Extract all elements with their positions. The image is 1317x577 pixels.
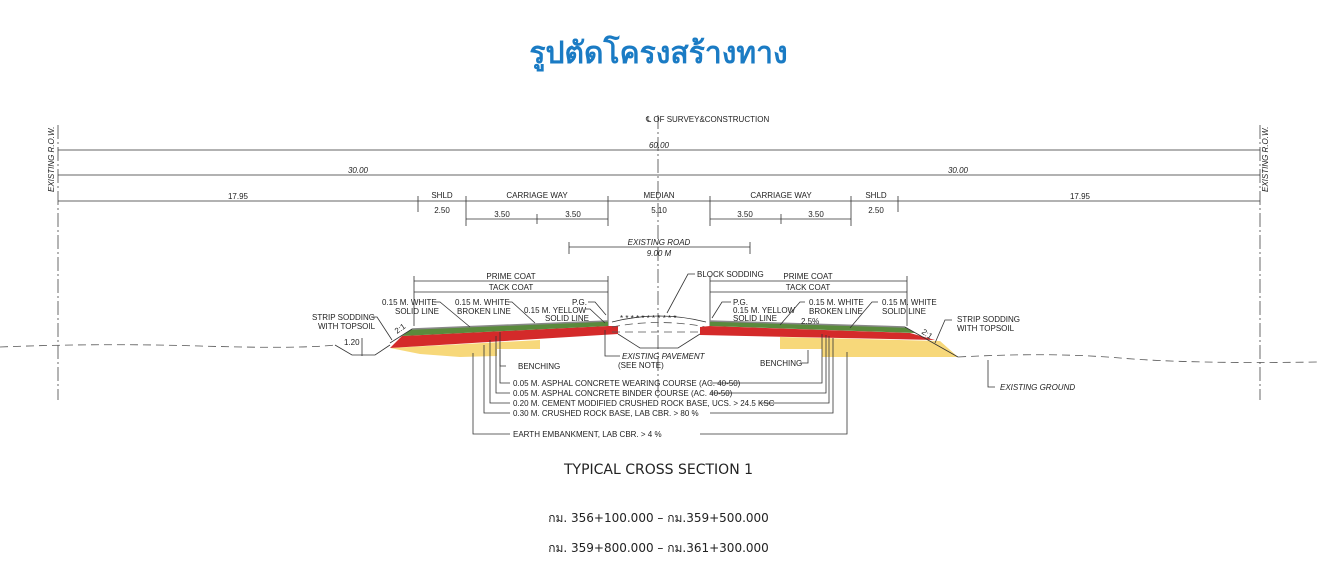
svg-text:2.5%: 2.5%: [801, 317, 819, 326]
layer-label: 0.20 M. CEMENT MODIFIED CRUSHED ROCK BAS…: [513, 399, 775, 408]
svg-text:3.50: 3.50: [494, 210, 510, 219]
dimension-existing-road: EXISTING ROAD 9.00 M: [568, 238, 751, 258]
layer-callouts: 0.05 M. ASPHAL CONCRETE WEARING COURSE (…: [472, 332, 848, 439]
svg-text:BROKEN LINE: BROKEN LINE: [457, 307, 511, 316]
svg-text:SOLID LINE: SOLID LINE: [882, 307, 926, 316]
svg-text:3.50: 3.50: [565, 210, 581, 219]
svg-text:CARRIAGE WAY: CARRIAGE WAY: [506, 191, 568, 200]
svg-text:TACK COAT: TACK COAT: [786, 283, 831, 292]
existing-ground-left: [0, 344, 336, 348]
svg-text:30.00: 30.00: [948, 166, 969, 175]
station-range: กม. 359+800.000 – กม.361+300.000: [548, 541, 769, 555]
row-label-right: EXISTING R.O.W.: [1261, 127, 1270, 192]
layer-label: 0.30 M. CRUSHED ROCK BASE, LAB CBR. > 80…: [513, 409, 699, 418]
svg-text:EXISTING GROUND: EXISTING GROUND: [1000, 383, 1075, 392]
right-annotations: BLOCK SODDING P.G. 0.15 M. YELLOW SOLID …: [666, 270, 1075, 392]
wearing-layer-right: [710, 321, 915, 333]
svg-text:P.G.: P.G.: [572, 298, 587, 307]
svg-text:* * * * * * * * * * *: * * * * * * * * * * *: [620, 314, 676, 323]
existing-ground-right: [957, 354, 1317, 363]
svg-text:(SEE NOTE): (SEE NOTE): [618, 361, 664, 370]
svg-text:17.95: 17.95: [1070, 192, 1091, 201]
svg-text:9.00 M: 9.00 M: [647, 249, 672, 258]
svg-text:1.20: 1.20: [344, 338, 360, 347]
svg-text:STRIP SODDING: STRIP SODDING: [957, 315, 1020, 324]
svg-text:TACK COAT: TACK COAT: [489, 283, 534, 292]
svg-text:17.95: 17.95: [228, 192, 249, 201]
layer-label: EARTH EMBANKMENT, LAB CBR. > 4 %: [513, 430, 662, 439]
wearing-layer-left: [402, 321, 608, 336]
svg-text:SHLD: SHLD: [431, 191, 453, 200]
embankment-left: [390, 340, 540, 357]
svg-text:SOLID LINE: SOLID LINE: [733, 314, 777, 323]
svg-text:0.15 M. WHITE: 0.15 M. WHITE: [455, 298, 510, 307]
svg-text:BLOCK SODDING: BLOCK SODDING: [697, 270, 764, 279]
svg-text:60.00: 60.00: [649, 141, 670, 150]
svg-text:2.50: 2.50: [868, 206, 884, 215]
svg-text:MEDIAN: MEDIAN: [643, 191, 674, 200]
binder-layer-left: [390, 326, 618, 348]
svg-text:2.50: 2.50: [434, 206, 450, 215]
svg-text:STRIP SODDING: STRIP SODDING: [312, 313, 375, 322]
embankment-right: [780, 337, 958, 357]
svg-text:EXISTING ROAD: EXISTING ROAD: [628, 238, 691, 247]
dimension-total: 60.00: [58, 141, 1260, 151]
svg-text:5.10: 5.10: [651, 206, 667, 215]
centerline-label: ℄ OF SURVEY&CONSTRUCTION: [645, 115, 769, 124]
dimension-half: 30.00 30.00: [58, 166, 1260, 176]
svg-text:0.15 M. YELLOW: 0.15 M. YELLOW: [524, 306, 587, 315]
coat-dimensions: PRIME COAT TACK COAT PRIME COAT TACK COA…: [413, 272, 908, 326]
svg-text:SOLID LINE: SOLID LINE: [545, 314, 589, 323]
ditch-left: [334, 344, 391, 356]
svg-text:PRIME COAT: PRIME COAT: [783, 272, 832, 281]
svg-text:BENCHING: BENCHING: [518, 362, 560, 371]
dimension-components: 17.95 SHLD 2.50 CARRIAGE WAY MEDIAN 5.10…: [58, 191, 1260, 226]
svg-text:BROKEN LINE: BROKEN LINE: [809, 307, 863, 316]
svg-text:WITH TOPSOIL: WITH TOPSOIL: [957, 324, 1015, 333]
svg-text:CARRIAGE WAY: CARRIAGE WAY: [750, 191, 812, 200]
layer-label: 0.05 M. ASPHAL CONCRETE BINDER COURSE (A…: [513, 389, 733, 398]
svg-text:P.G.: P.G.: [733, 298, 748, 307]
svg-text:PRIME COAT: PRIME COAT: [486, 272, 535, 281]
svg-text:3.50: 3.50: [737, 210, 753, 219]
svg-text:SOLID LINE: SOLID LINE: [395, 307, 439, 316]
layer-label: 0.05 M. ASPHAL CONCRETE WEARING COURSE (…: [513, 379, 741, 388]
row-label-left: EXISTING R.O.W.: [47, 127, 56, 192]
median: * * * * * * * * * * *: [611, 314, 707, 349]
station-range: กม. 356+100.000 – กม.359+500.000: [548, 511, 769, 525]
svg-text:SHLD: SHLD: [865, 191, 887, 200]
left-annotations: 0.15 M. WHITE SOLID LINE 0.15 M. WHITE B…: [312, 298, 706, 371]
svg-text:BENCHING: BENCHING: [760, 359, 802, 368]
svg-text:0.15 M. YELLOW: 0.15 M. YELLOW: [733, 306, 796, 315]
svg-text:30.00: 30.00: [348, 166, 369, 175]
svg-text:0.15 M. WHITE: 0.15 M. WHITE: [809, 298, 864, 307]
page-title: รูปตัดโครงสร้างทาง: [529, 36, 788, 71]
binder-layer-right: [700, 326, 935, 340]
section-caption: TYPICAL CROSS SECTION 1: [563, 462, 754, 478]
svg-text:WITH TOPSOIL: WITH TOPSOIL: [318, 322, 376, 331]
svg-text:0.15 M. WHITE: 0.15 M. WHITE: [382, 298, 437, 307]
svg-text:3.50: 3.50: [808, 210, 824, 219]
svg-text:0.15 M. WHITE: 0.15 M. WHITE: [882, 298, 937, 307]
svg-text:EXISTING PAVEMENT: EXISTING PAVEMENT: [622, 352, 706, 361]
